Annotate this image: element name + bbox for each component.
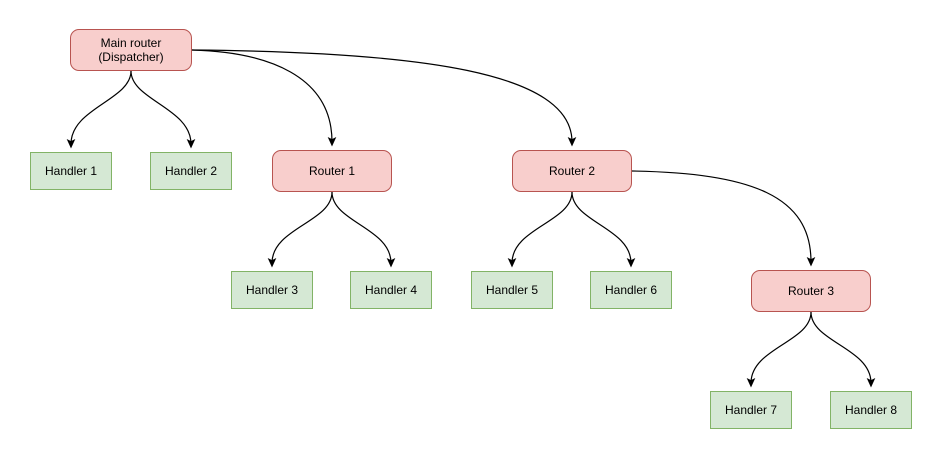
edge-router-1-to-handler-3 [267,191,333,268]
edge-main-router-to-handler-1 [66,70,132,149]
edge-group [66,49,876,388]
edge-router-2-to-router-3 [631,170,816,267]
edge-main-router-to-router-2 [191,49,577,147]
edge-router-2-to-handler-5 [507,191,573,268]
node-router-3[interactable]: Router 3 [751,270,871,312]
node-label-handler-7: Handler 7 [724,403,778,417]
edge-main-router-to-handler-2 [130,70,196,149]
node-label-handler-8: Handler 8 [844,403,898,417]
node-label-handler-2: Handler 2 [164,164,218,178]
edge-router-2-to-handler-6 [571,191,636,268]
edge-main-router-to-router-1 [191,49,337,147]
node-handler-1[interactable]: Handler 1 [30,152,112,190]
node-main-router[interactable]: Main router (Dispatcher) [70,29,192,71]
node-label-handler-4: Handler 4 [364,283,418,297]
node-handler-7[interactable]: Handler 7 [710,391,792,429]
node-label-handler-3: Handler 3 [245,283,299,297]
node-label-handler-6: Handler 6 [604,283,658,297]
node-handler-5[interactable]: Handler 5 [471,271,553,309]
node-label-router-2: Router 2 [548,164,596,178]
node-handler-6[interactable]: Handler 6 [590,271,672,309]
node-router-2[interactable]: Router 2 [512,150,632,192]
node-router-1[interactable]: Router 1 [272,150,392,192]
node-label-handler-5: Handler 5 [485,283,539,297]
node-label-router-1: Router 1 [308,164,356,178]
edge-router-1-to-handler-4 [331,191,396,268]
node-handler-8[interactable]: Handler 8 [830,391,912,429]
node-handler-3[interactable]: Handler 3 [231,271,313,309]
node-label-handler-1: Handler 1 [44,164,98,178]
node-label-main-router: Main router (Dispatcher) [98,36,164,64]
node-handler-2[interactable]: Handler 2 [150,152,232,190]
node-label-router-3: Router 3 [787,284,835,298]
edge-router-3-to-handler-8 [810,311,876,388]
edge-router-3-to-handler-7 [746,311,812,388]
node-handler-4[interactable]: Handler 4 [350,271,432,309]
